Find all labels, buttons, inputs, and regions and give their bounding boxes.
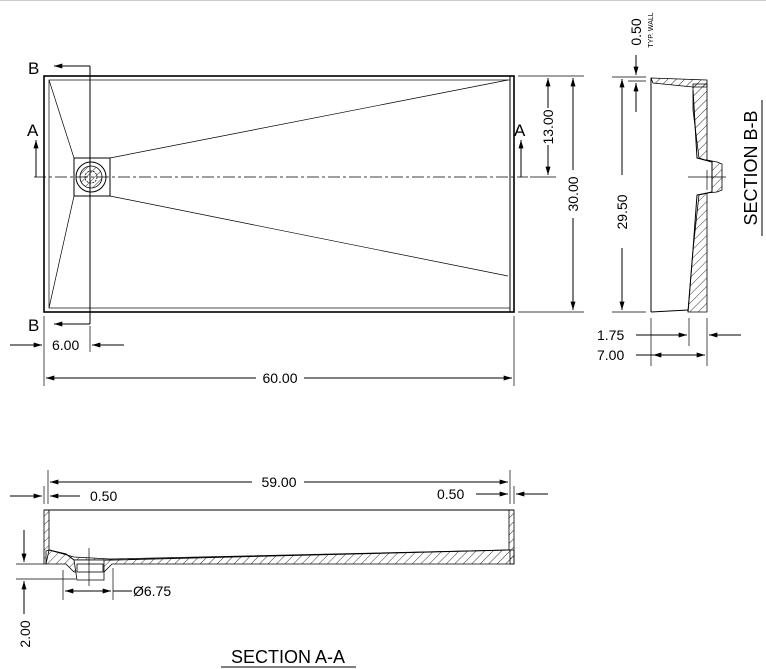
section-a-a-title: SECTION A-A [231, 647, 345, 667]
dim-height: 7.00 [597, 347, 624, 363]
slope-line [109, 195, 509, 277]
section-marker-b-top: B [28, 59, 39, 78]
section-marker-b-bottom: B [28, 316, 39, 335]
dim-wall-left: 0.50 [90, 488, 117, 504]
tray-outline [43, 75, 515, 313]
section-marker-a-left: A [27, 121, 39, 140]
plan-view: B B A A 13.00 30.00 6.00 60.00 [10, 59, 584, 386]
slope-line [48, 195, 75, 309]
dim-inner-length: 59.00 [261, 474, 296, 490]
dim-inner: 29.50 [614, 194, 630, 229]
section-b-b-title: SECTION B-B [741, 110, 761, 225]
dim-length: 60.00 [262, 370, 297, 386]
dim-slope: 1.75 [597, 327, 624, 343]
dim-drain-offset: 6.00 [52, 337, 79, 353]
tray-inner-rim [48, 79, 511, 309]
dim-wall-right: 0.50 [437, 486, 464, 502]
slope-line [109, 79, 509, 159]
section-b-b: 0.50 TYP. WALL 29.50 1.75 7.00 SECTION B… [597, 12, 763, 366]
section-a-a: 59.00 0.50 0.50 Ø6.75 2.00 SECTION A-A [10, 470, 548, 668]
section-marker-a-right: A [514, 121, 526, 140]
wall-note: TYP. WALL [648, 12, 655, 48]
dim-width: 30.00 [565, 176, 581, 211]
dim-wall: 0.50 [628, 18, 644, 45]
dim-drain-dia: Ø6.75 [133, 583, 171, 599]
dim-drain-depth: 13.00 [540, 109, 556, 144]
slope-line [48, 79, 75, 159]
dim-drain-height: 2.00 [17, 620, 33, 647]
